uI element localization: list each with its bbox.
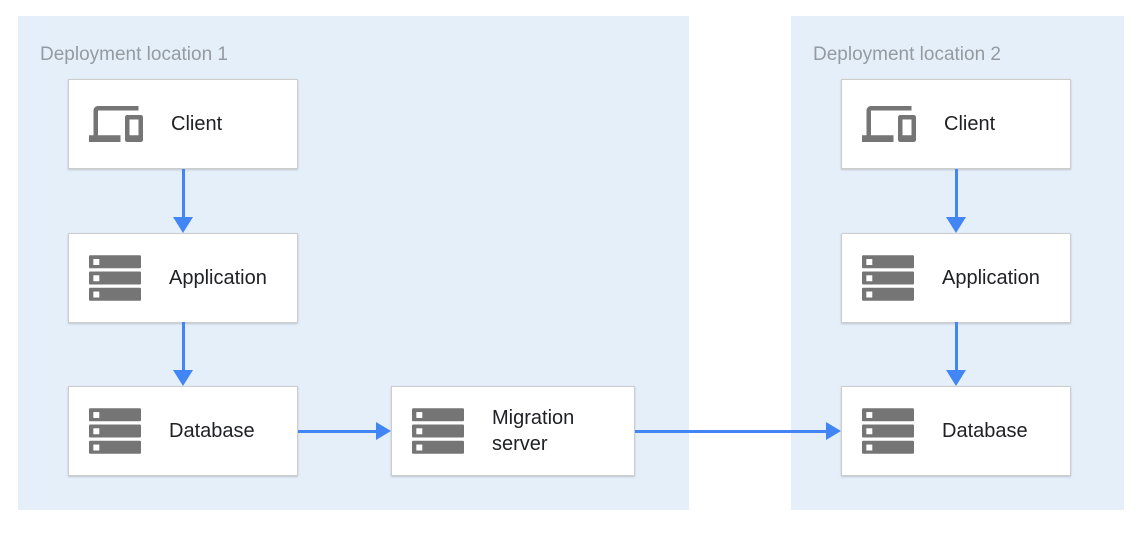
node-client-2: Client: [841, 79, 1071, 169]
arrow-shaft: [298, 429, 378, 433]
node-application-1: Application: [68, 233, 298, 323]
arrow-head-icon: [173, 217, 193, 233]
arrow-client1-to-application1: [173, 169, 193, 233]
server-stack-icon: [862, 408, 914, 454]
arrow-head-icon: [946, 370, 966, 386]
node-client-1: Client: [68, 79, 298, 169]
node-label: Migration server: [492, 407, 575, 455]
node-label: Application: [169, 267, 267, 289]
node-label: Client: [944, 113, 996, 135]
arrow-head-icon: [946, 217, 966, 233]
node-database-1: Database: [68, 386, 298, 476]
arrow-database1-to-migration-server: [298, 422, 391, 440]
server-stack-icon: [89, 408, 141, 454]
arrow-head-icon: [173, 370, 193, 386]
arrow-shaft: [954, 169, 958, 219]
arrow-head-icon: [826, 422, 841, 440]
arrow-client2-to-application2: [946, 169, 966, 233]
arrow-head-icon: [376, 422, 391, 440]
devices-icon: [89, 97, 143, 151]
region-label: Deployment location 1: [40, 44, 228, 65]
arrow-shaft: [181, 322, 185, 372]
server-stack-icon: [412, 408, 464, 454]
server-stack-icon: [89, 255, 141, 301]
arrow-shaft: [635, 429, 828, 433]
node-label: Database: [169, 420, 255, 442]
arrow-shaft: [181, 169, 185, 219]
node-database-2: Database: [841, 386, 1071, 476]
arrow-migration-server-to-database2: [635, 422, 841, 440]
node-label: Application: [942, 267, 1040, 289]
node-label: Client: [171, 113, 223, 135]
server-stack-icon: [862, 255, 914, 301]
node-application-2: Application: [841, 233, 1071, 323]
arrow-application1-to-database1: [173, 322, 193, 386]
node-migration-server: Migration server: [391, 386, 635, 476]
node-label: Database: [942, 420, 1028, 442]
arrow-shaft: [954, 322, 958, 372]
devices-icon: [862, 97, 916, 151]
arrow-application2-to-database2: [946, 322, 966, 386]
region-label: Deployment location 2: [813, 44, 1001, 65]
